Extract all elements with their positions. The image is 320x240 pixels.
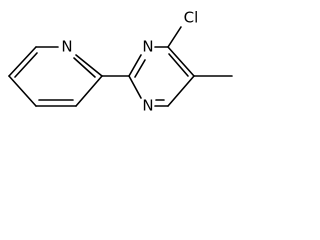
bond-pm-n1-c2	[128, 75, 142, 99]
bond-py-c6-c5	[8, 46, 37, 77]
atom-label-pyrimidine-n-top: N	[142, 38, 153, 56]
bond-py-c5-c4	[8, 75, 37, 107]
atom-label-chlorine: Cl	[184, 9, 199, 27]
atom-label-pyridine-n: N	[61, 38, 72, 56]
bond-chlorine	[167, 26, 182, 48]
bond-py-n1-c2-inner	[73, 57, 96, 78]
bond-pm-c4-c5	[167, 46, 195, 77]
bond-py-c2-n1	[75, 54, 103, 77]
bond-pm-c4-c5-inner	[168, 53, 189, 77]
bond-pm-c2-n3	[128, 54, 142, 77]
bond-py-c6-c5-inner	[14, 52, 38, 78]
molecule-diagram: N N N Cl	[8, 9, 233, 115]
atom-label-pyrimidine-n-bottom: N	[142, 97, 153, 115]
pyrimidine-ring	[128, 46, 195, 107]
bond-py-c3-c2	[75, 75, 103, 107]
structure-canvas: N N N Cl	[0, 0, 246, 120]
bond-pm-c5-c6	[167, 75, 195, 107]
bond-pm-c2-n3-inner	[134, 59, 146, 78]
pyridine-ring	[8, 46, 103, 107]
